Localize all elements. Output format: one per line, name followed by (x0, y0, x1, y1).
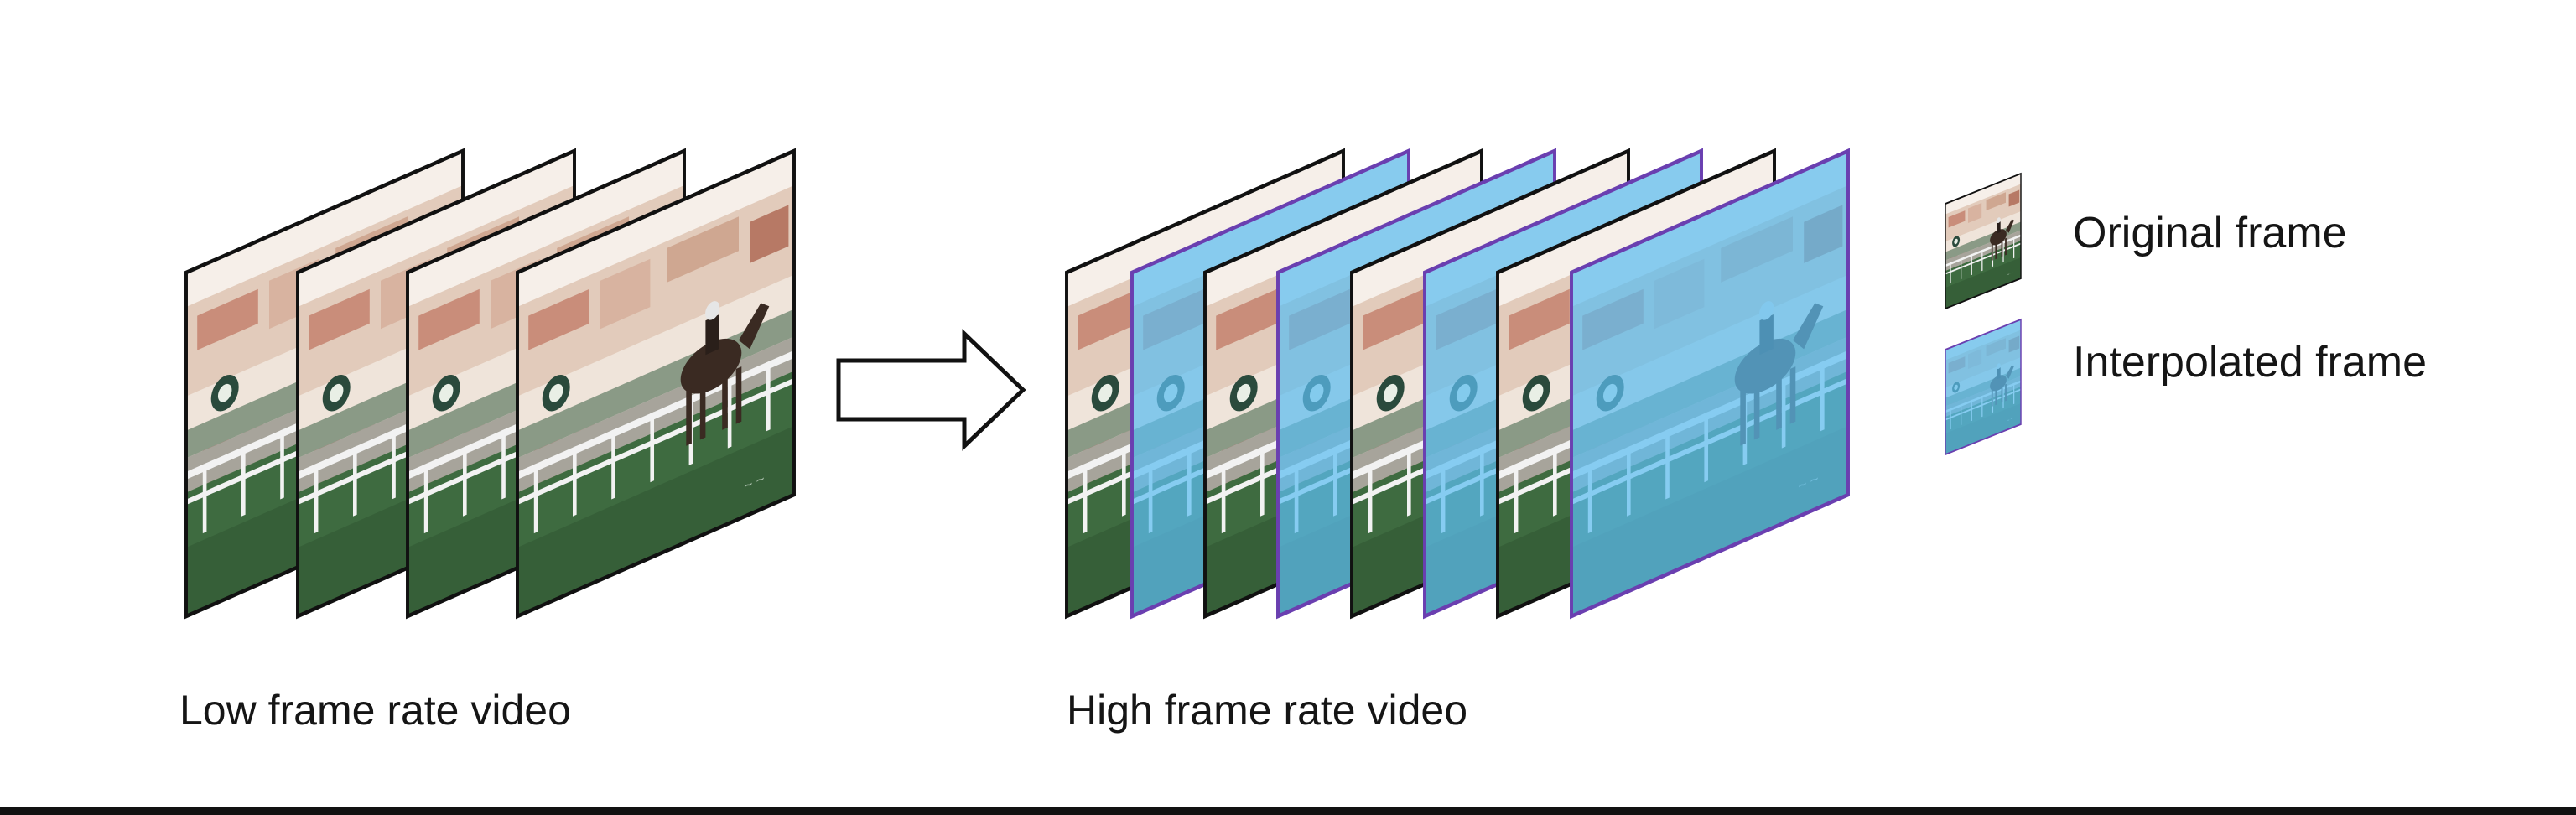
legend-interpolated-label: Interpolated frame (2073, 338, 2428, 387)
right-arrow-icon (836, 329, 1026, 451)
interpolated-frame (1570, 148, 1850, 620)
low-frame-rate-caption: Low frame rate video (179, 687, 571, 734)
low-frame-rate-stack (184, 148, 796, 620)
bottom-divider (0, 807, 2576, 815)
legend-original-label: Original frame (2073, 209, 2347, 257)
legend-interpolated-swatch (1945, 318, 2022, 456)
original-frame (516, 148, 796, 620)
high-frame-rate-stack (1065, 148, 1850, 620)
high-frame-rate-caption: High frame rate video (1067, 687, 1468, 734)
legend-original-swatch (1945, 172, 2022, 310)
